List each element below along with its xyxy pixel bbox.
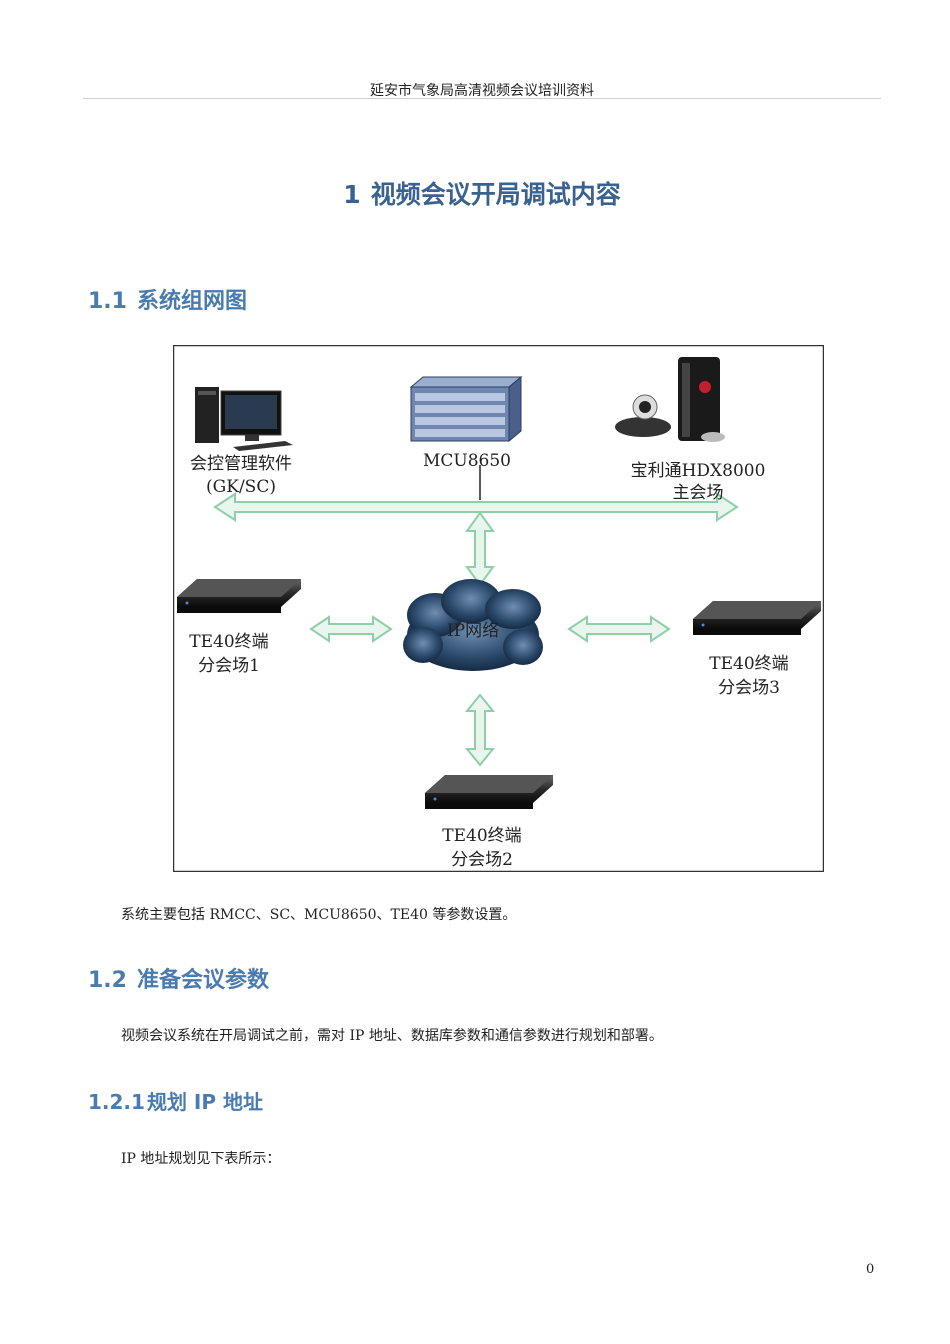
- hdx-label-line1: 宝利通HDX8000: [631, 461, 766, 481]
- te1-cloud-arrow: [309, 615, 393, 643]
- mcu-rack-icon: [409, 375, 523, 443]
- network-diagram: IP网络 会控管理软件 (GK/SC) MCU8650 宝利通HDX8000 主…: [173, 345, 824, 872]
- paragraph-system-overview: 系统主要包括 RMCC、SC、MCU8650、TE40 等参数设置。: [121, 907, 517, 923]
- section-title: 系统组网图: [136, 289, 247, 314]
- mcu-label: MCU8650: [423, 451, 511, 471]
- chapter-heading: 1 视频会议开局调试内容: [83, 175, 881, 211]
- section-title: 规划 IP 地址: [146, 1090, 263, 1114]
- section-heading-1-1: 1.1 系统组网图: [88, 283, 247, 315]
- section-number: 1.1: [88, 289, 127, 314]
- te1-label-line1: TE40终端: [189, 632, 268, 652]
- te3-label-line1: TE40终端: [709, 654, 788, 674]
- section-heading-1-2: 1.2 准备会议参数: [88, 962, 269, 994]
- gk-label-line1: 会控管理软件: [190, 454, 292, 474]
- computer-icon: [195, 387, 293, 451]
- te2-label-line1: TE40终端: [442, 826, 521, 846]
- chapter-number: 1: [343, 180, 361, 209]
- header-rule: [83, 98, 881, 99]
- te40-terminal-3-icon: [693, 601, 821, 635]
- section-title: 准备会议参数: [136, 968, 269, 993]
- te40-terminal-2-icon: [425, 775, 553, 809]
- section-number: 1.2.1: [88, 1090, 145, 1114]
- cloud-te2-arrow: [464, 693, 496, 767]
- ip-network-cloud-icon: [403, 579, 543, 671]
- te40-terminal-1-icon: [177, 579, 301, 613]
- chapter-title: 视频会议开局调试内容: [370, 180, 621, 209]
- page-number: 0: [866, 1262, 875, 1277]
- te1-label-line2: 分会场1: [198, 656, 260, 676]
- hdx-label-line2: 主会场: [673, 483, 724, 503]
- te2-label-line2: 分会场2: [451, 850, 513, 870]
- main-bus-arrow: [213, 492, 739, 522]
- cloud-label: IP网络: [447, 621, 499, 641]
- paragraph-prepare-params: 视频会议系统在开局调试之前，需对 IP 地址、数据库参数和通信参数进行规划和部署…: [121, 1028, 663, 1044]
- gk-label-line2: (GK/SC): [206, 477, 276, 497]
- page-header: 延安市气象局高清视频会议培训资料: [370, 83, 594, 99]
- te3-label-line2: 分会场3: [718, 678, 780, 698]
- paragraph-ip-plan: IP 地址规划见下表所示：: [121, 1151, 281, 1167]
- section-number: 1.2: [88, 968, 127, 993]
- polycom-hdx-icon: [615, 357, 725, 442]
- cloud-te3-arrow: [567, 615, 671, 643]
